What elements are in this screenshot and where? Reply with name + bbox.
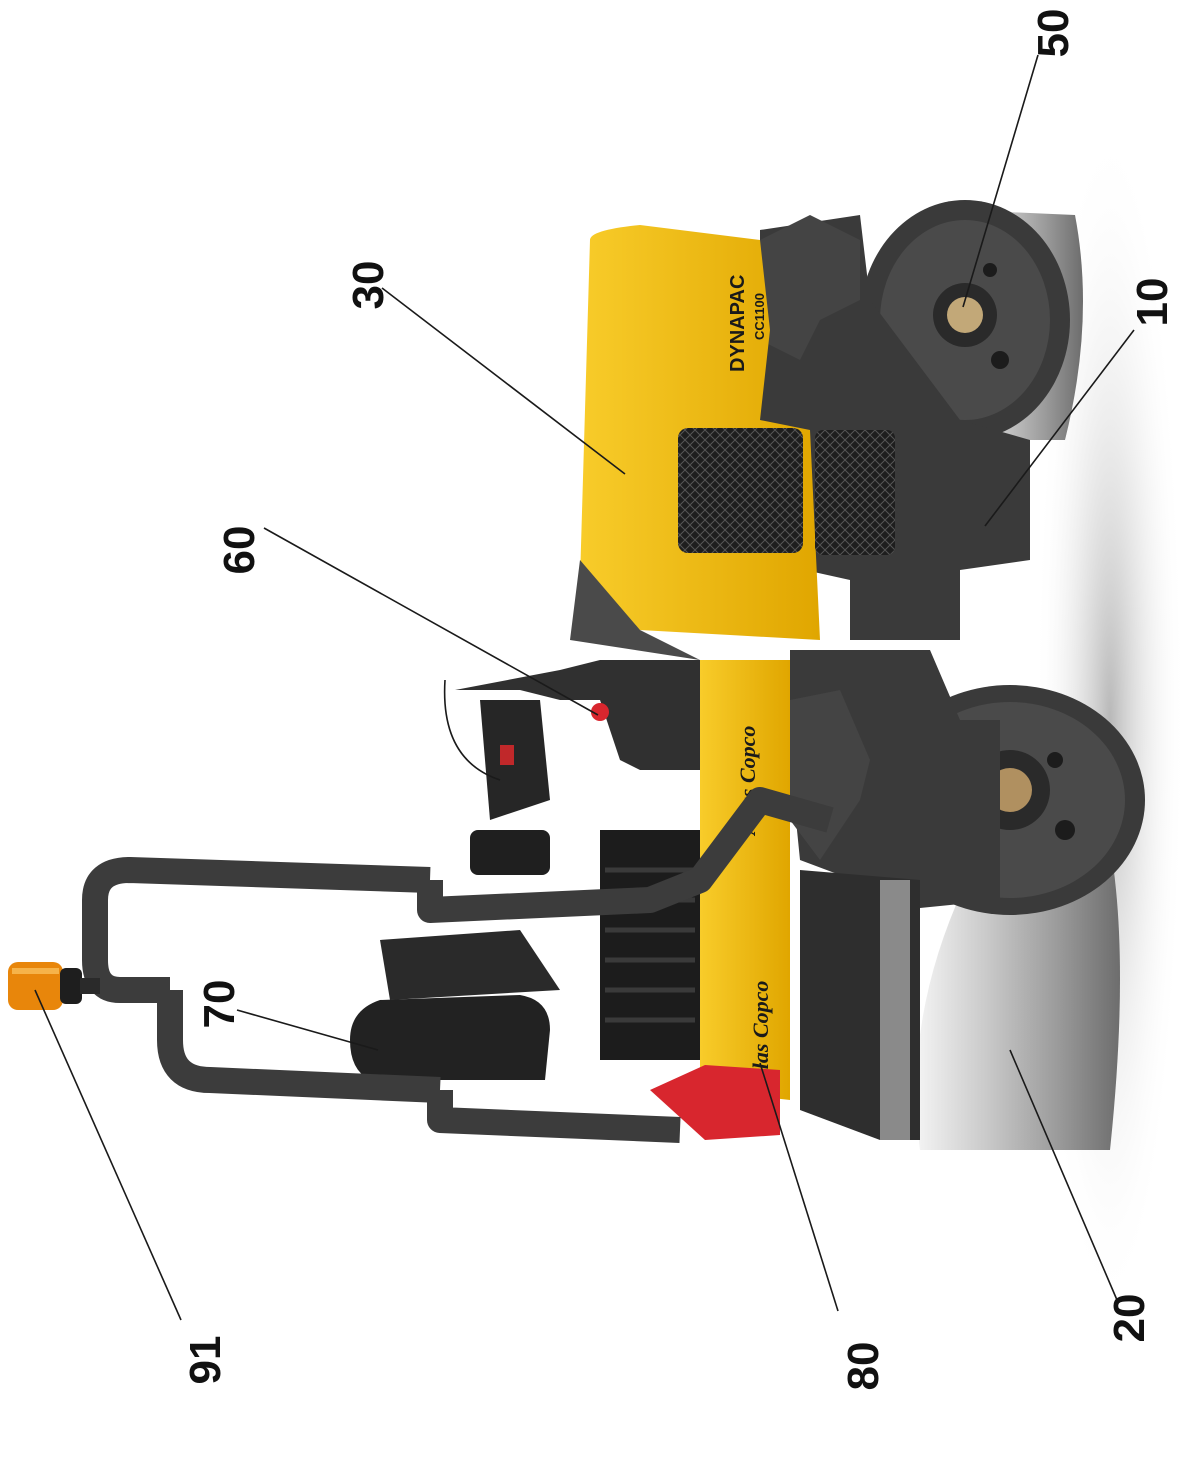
callout-50: 50 <box>1029 9 1078 58</box>
brand-label: DYNAPAC <box>727 275 749 372</box>
engine-hood: DYNAPAC CC1100 <box>570 225 895 660</box>
emergency-stop-icon <box>591 703 609 721</box>
callout-60: 60 <box>215 526 264 575</box>
rear-body: Atlas Copco Atlas Copco <box>650 660 790 1140</box>
leader-20 <box>1009 1049 1118 1301</box>
red-guard <box>650 1065 780 1140</box>
leader-80 <box>759 1062 839 1312</box>
callout-80: 80 <box>839 1342 888 1391</box>
callout-10: 10 <box>1128 278 1177 327</box>
callout-30: 30 <box>344 261 393 310</box>
model-label: CC1100 <box>752 293 767 340</box>
leader-50 <box>962 54 1039 308</box>
callout-20: 20 <box>1105 1294 1154 1343</box>
leader-lines <box>34 54 1135 1321</box>
callout-70: 70 <box>195 980 244 1029</box>
rops-frame <box>82 787 834 1143</box>
callout-numbers: 50 30 10 60 70 20 80 91 <box>181 9 1177 1391</box>
leader-91 <box>34 989 182 1321</box>
chassis-frame <box>760 215 1030 1140</box>
operator-console <box>443 660 770 875</box>
leader-30 <box>381 287 626 475</box>
callout-91: 91 <box>181 1336 230 1385</box>
leader-70 <box>236 1009 379 1051</box>
warning-beacon <box>8 962 100 1010</box>
leader-60 <box>263 527 599 716</box>
leader-10 <box>984 329 1135 527</box>
